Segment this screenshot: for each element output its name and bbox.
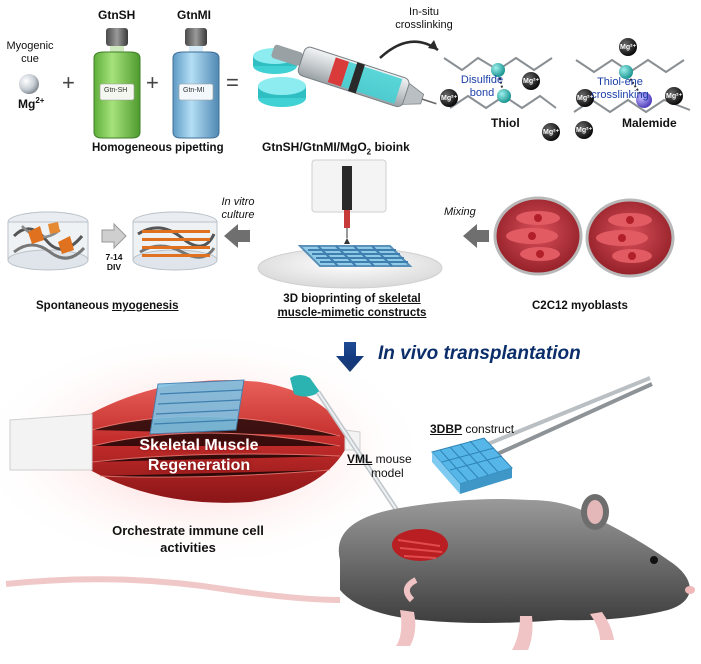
gtnmi-bottle-label: Gtn-MI bbox=[183, 87, 205, 94]
disulfide-line2: bond bbox=[469, 87, 495, 99]
insitu-line1: In-situ bbox=[409, 6, 439, 18]
mg-ion-text: Mg²⁺ bbox=[666, 93, 683, 100]
thiolene-crosslinking-label: Thiol-ene crosslinking bbox=[588, 76, 652, 102]
insitu-arrow bbox=[379, 40, 439, 59]
disulfide-bond-label: Disulfide bond bbox=[452, 74, 512, 100]
mg-sup: 2+ bbox=[35, 96, 45, 105]
div-line2: DIV bbox=[106, 262, 122, 272]
gtnmi-title: GtnMI bbox=[177, 8, 211, 22]
plus-sign-1: + bbox=[62, 70, 75, 95]
teal-thiol-ball-icon bbox=[497, 89, 511, 103]
mg-ion-text: Mg²⁺ bbox=[620, 44, 637, 51]
invitro-arrow bbox=[224, 224, 250, 248]
mg-ion-text: Mg²⁺ bbox=[543, 129, 560, 136]
mg-label: Mg2+ bbox=[18, 96, 44, 111]
orchestrate-immune-label: Orchestrate immune cell activities bbox=[92, 522, 284, 556]
mg-ion-text: Mg²⁺ bbox=[576, 127, 593, 134]
div-arrow bbox=[101, 222, 127, 250]
invitro-line1: In vitro bbox=[221, 196, 255, 208]
mixing-arrow bbox=[463, 224, 489, 248]
mg-ion-text: Mg²⁺ bbox=[577, 95, 594, 102]
teal-thiol-ball-icon bbox=[619, 65, 633, 79]
thiol-label: Thiol bbox=[491, 116, 520, 130]
mg-ion-icon bbox=[575, 121, 593, 139]
mg-ion-icon bbox=[619, 38, 637, 56]
orchestrate-line1: Orchestrate immune cell bbox=[112, 523, 264, 538]
vml-line2: model bbox=[371, 466, 404, 480]
invivo-transplantation-label: In vivo transplantation bbox=[378, 343, 581, 364]
invitro-line2: culture bbox=[221, 209, 255, 221]
mg-ion-icon bbox=[542, 123, 560, 141]
spatula-icon bbox=[290, 375, 413, 532]
myogenic-cue-line2: cue bbox=[21, 53, 39, 65]
gtnsh-bottle-label: Gtn-SH bbox=[104, 87, 128, 94]
mouse-model-icon bbox=[5, 494, 695, 650]
teal-thiol-ball-icon bbox=[491, 63, 505, 77]
syringe-icon bbox=[271, 44, 437, 108]
bioink-suffix: bioink bbox=[371, 140, 410, 154]
orchestrate-line2: activities bbox=[160, 540, 216, 555]
hydrogel-cube-before-icon bbox=[7, 211, 89, 271]
plus-sign-2: + bbox=[146, 70, 159, 95]
c2c12-label: C2C12 myoblasts bbox=[532, 300, 628, 312]
equals-sign: = bbox=[226, 70, 239, 95]
3dbp-construct-label: 3DBP construct bbox=[430, 422, 514, 436]
vml-underlined: VML bbox=[347, 452, 373, 466]
petri-dish-2-icon bbox=[585, 198, 675, 278]
skeletal-line1: Skeletal Muscle bbox=[139, 437, 259, 454]
vml-rest: mouse bbox=[372, 452, 412, 466]
skeletal-line2: Regeneration bbox=[147, 457, 251, 474]
div-label: 7-14 DIV bbox=[100, 252, 128, 272]
mg-ion-icon bbox=[576, 89, 594, 107]
bioprinting-label: 3D bioprinting of skeletal muscle-mimeti… bbox=[262, 292, 442, 320]
homogeneous-pipetting-label: Homogeneous pipetting bbox=[92, 142, 224, 154]
skeletal-muscle-icon bbox=[0, 330, 430, 570]
insitu-crosslinking-label: In-situ crosslinking bbox=[392, 6, 456, 32]
invivo-arrow bbox=[336, 342, 364, 372]
gtnsh-bottle-icon bbox=[93, 28, 141, 139]
thiolene-line1: Thiol-ene bbox=[597, 76, 643, 88]
mg-sphere-icon bbox=[19, 74, 39, 94]
spontaneous-underlined: myogenesis bbox=[112, 300, 179, 312]
hydrogel-cube-aligned-icon bbox=[132, 211, 218, 271]
bioink-sub: 2 bbox=[366, 147, 372, 157]
insitu-line2: crosslinking bbox=[395, 19, 453, 31]
bioink-prefix: GtnSH/GtnMI/MgO bbox=[262, 140, 367, 154]
spontaneous-myogenesis-label: Spontaneous myogenesis bbox=[36, 300, 179, 312]
thiolene-line2: crosslinking bbox=[591, 89, 649, 101]
disulfide-line1: Disulfide bbox=[460, 74, 504, 86]
construct-rest: construct bbox=[462, 422, 515, 436]
spontaneous-prefix: Spontaneous bbox=[36, 300, 113, 312]
mg-text: Mg bbox=[18, 97, 36, 111]
mg-ion-text: Mg²⁺ bbox=[441, 95, 458, 102]
myogenic-cue-line1: Myogenic bbox=[6, 40, 54, 52]
myogenic-cue-label: Myogenic cue bbox=[4, 40, 56, 66]
3dbp-underlined: 3DBP bbox=[430, 422, 463, 436]
gtnsh-title: GtnSH bbox=[98, 8, 136, 22]
mg-ion-icon bbox=[665, 87, 683, 105]
vml-mouse-model-label: VML mouse model bbox=[347, 452, 412, 480]
gtnmi-bottle-icon bbox=[172, 28, 220, 139]
div-line1: 7-14 bbox=[105, 252, 123, 262]
mg-ion-text: Mg²⁺ bbox=[523, 78, 540, 85]
bioprint-skeletal: skeletal bbox=[378, 293, 421, 305]
bioink-label: GtnSH/GtnMI/MgO2 bioink bbox=[262, 140, 410, 156]
mixing-label: Mixing bbox=[444, 206, 476, 218]
petri-dish-1-icon bbox=[493, 196, 583, 276]
3dbp-construct-icon bbox=[431, 437, 513, 494]
mg-ion-icon bbox=[440, 89, 458, 107]
mg-ion-icon bbox=[522, 72, 540, 90]
malemide-label: Malemide bbox=[622, 116, 677, 130]
bioprint-prefix: 3D bioprinting of bbox=[283, 293, 379, 305]
bioprint-muscle-mimetic: muscle-mimetic constructs bbox=[277, 307, 427, 319]
vml-wound-icon bbox=[392, 529, 448, 561]
invitro-culture-label: In vitro culture bbox=[212, 196, 264, 222]
bioprinter-icon bbox=[257, 159, 443, 289]
tweezers-icon bbox=[477, 376, 653, 462]
skeletal-muscle-regeneration-label: Skeletal Muscle Regeneration bbox=[116, 436, 282, 476]
bioink-discs-icon bbox=[253, 48, 306, 107]
purple-maleimide-ball-icon bbox=[636, 92, 652, 108]
